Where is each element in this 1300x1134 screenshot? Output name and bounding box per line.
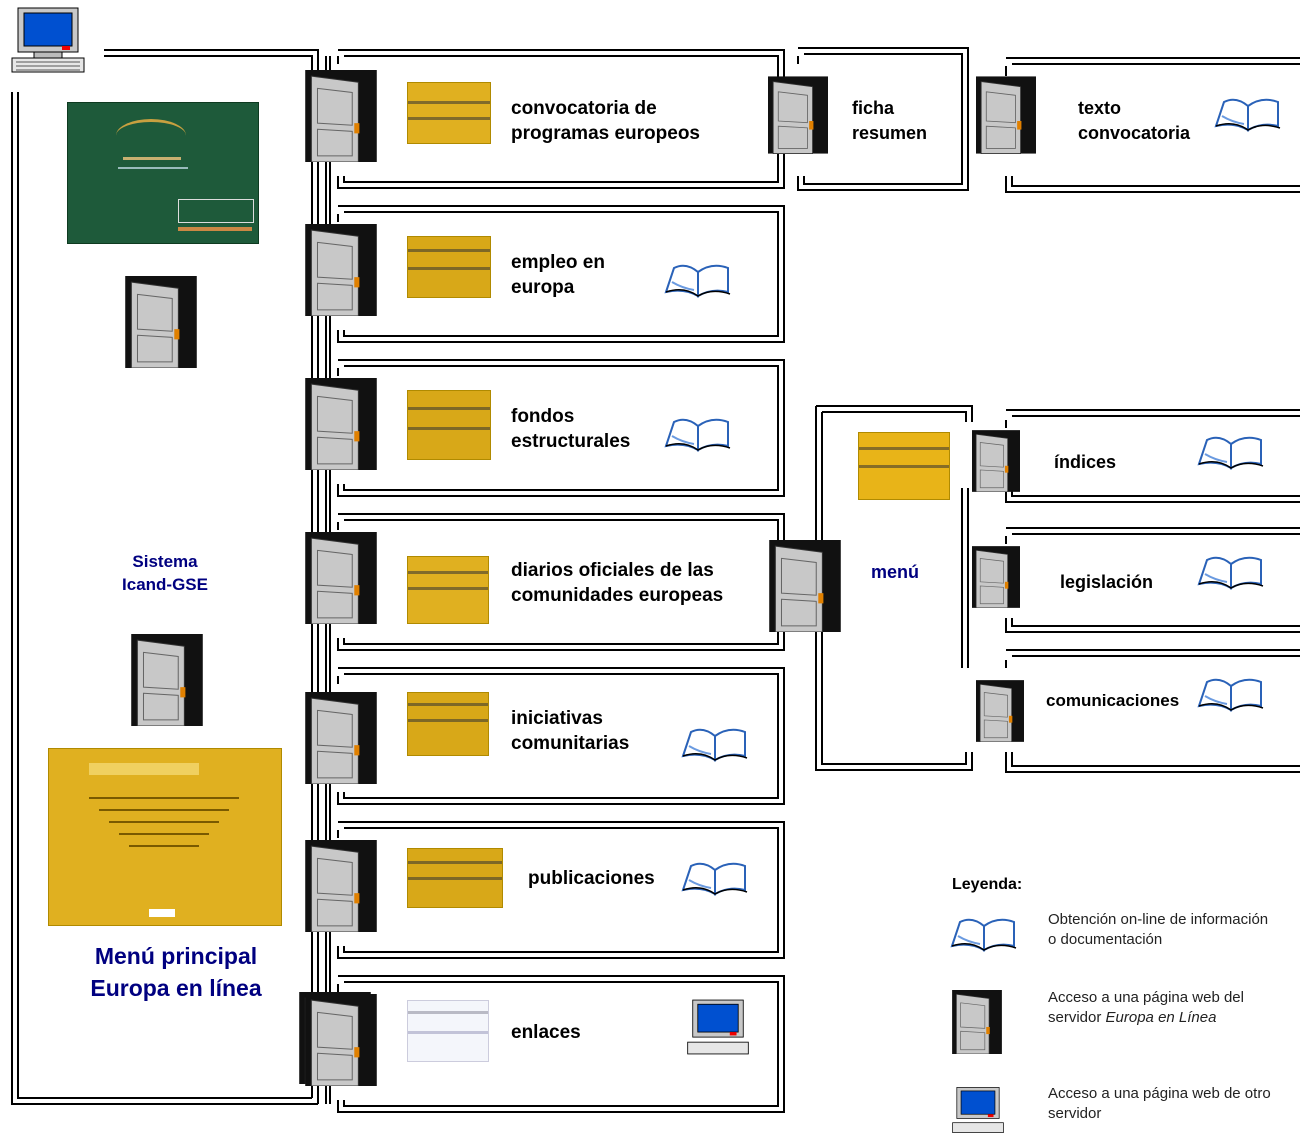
- door-icon[interactable]: [124, 276, 198, 368]
- door-icon[interactable]: [972, 430, 1020, 492]
- legend-door-text: Acceso a una página web del servidor Eur…: [1048, 988, 1278, 1028]
- door-icon[interactable]: [976, 680, 1024, 742]
- page-thumbnail: [407, 236, 491, 298]
- open-book-icon: [1198, 556, 1264, 589]
- menu-item-enlaces[interactable]: enlaces: [511, 1022, 581, 1043]
- legend-book-text: Obtención on-line de información o docum…: [1048, 911, 1269, 948]
- open-book-icon: [1215, 98, 1281, 131]
- europa-screenshot: [48, 748, 282, 926]
- main-menu-title: Menú principal Europa en línea: [90, 943, 262, 1001]
- menu-item-diarios[interactable]: diarios oficiales de las comunidades eur…: [511, 560, 724, 606]
- door-icon[interactable]: [304, 840, 378, 932]
- menu-item-publicaciones[interactable]: publicaciones: [528, 868, 655, 889]
- legend-computer-text: Acceso a una página web de otro servidor: [1048, 1085, 1271, 1122]
- door-icon[interactable]: [768, 76, 828, 154]
- legend-door-prefix: Acceso a una página web del servidor: [1048, 989, 1244, 1026]
- texto-convocatoria-label[interactable]: texto convocatoria: [1078, 98, 1191, 143]
- door-icon[interactable]: [976, 76, 1036, 154]
- open-book-icon: [665, 264, 731, 297]
- open-book-icon: [665, 418, 731, 451]
- indices-frame: [1005, 409, 1300, 503]
- submenu-item-comunicaciones[interactable]: comunicaciones: [1046, 691, 1180, 710]
- computer-icon: [952, 1087, 1004, 1133]
- door-icon[interactable]: [304, 692, 378, 784]
- menu-frame: [815, 405, 973, 771]
- menu-item-iniciativas[interactable]: iniciativas comunitarias: [511, 708, 630, 754]
- legend-title: Leyenda:: [952, 876, 1023, 893]
- legend-door-emphasis: Europa en Línea: [1105, 1009, 1217, 1026]
- computer-icon: [687, 999, 749, 1055]
- page-thumbnail: [407, 1000, 489, 1062]
- page-thumbnail: [407, 390, 491, 460]
- door-icon[interactable]: [952, 990, 1002, 1054]
- page-thumbnail: [407, 82, 491, 144]
- legislacion-frame: [1005, 527, 1300, 633]
- door-icon[interactable]: [768, 540, 842, 632]
- page-thumbnail: [407, 692, 489, 756]
- door-icon[interactable]: [304, 994, 378, 1086]
- open-book-icon: [682, 728, 748, 761]
- submenu-item-legislacion[interactable]: legislación: [1060, 572, 1154, 592]
- menu-spine: [961, 488, 969, 668]
- page-thumbnail: [858, 432, 950, 500]
- system-label: Sistema Icand-GSE: [122, 552, 208, 594]
- door-icon[interactable]: [972, 546, 1020, 608]
- page-thumbnail: [407, 848, 503, 908]
- open-book-icon: [951, 918, 1017, 951]
- door-icon[interactable]: [304, 378, 378, 470]
- menu-item-fondos[interactable]: fondos estructurales: [511, 406, 631, 452]
- texto-frame: [1005, 57, 1300, 193]
- ficha-frame: [797, 47, 969, 191]
- row-frames: [337, 49, 785, 1113]
- page-thumbnail: [407, 556, 489, 624]
- door-icon[interactable]: [304, 224, 378, 316]
- submenu-label[interactable]: menú: [871, 562, 920, 582]
- door-icon[interactable]: [130, 634, 204, 726]
- door-icon[interactable]: [304, 70, 378, 162]
- junta-screenshot: [67, 102, 259, 244]
- comunicaciones-frame: [1005, 649, 1300, 773]
- menu-item-empleo[interactable]: empleo en europa: [511, 252, 605, 298]
- door-icon[interactable]: [304, 532, 378, 624]
- open-book-icon: [1198, 678, 1264, 711]
- open-book-icon: [1198, 436, 1264, 469]
- open-book-icon: [682, 862, 748, 895]
- computer-icon: [11, 7, 85, 73]
- menu-item-convocatoria[interactable]: convocatoria de programas europeos: [511, 98, 700, 144]
- ficha-resumen-label[interactable]: ficha resumen: [852, 98, 928, 143]
- submenu-item-indices[interactable]: índices: [1054, 452, 1117, 472]
